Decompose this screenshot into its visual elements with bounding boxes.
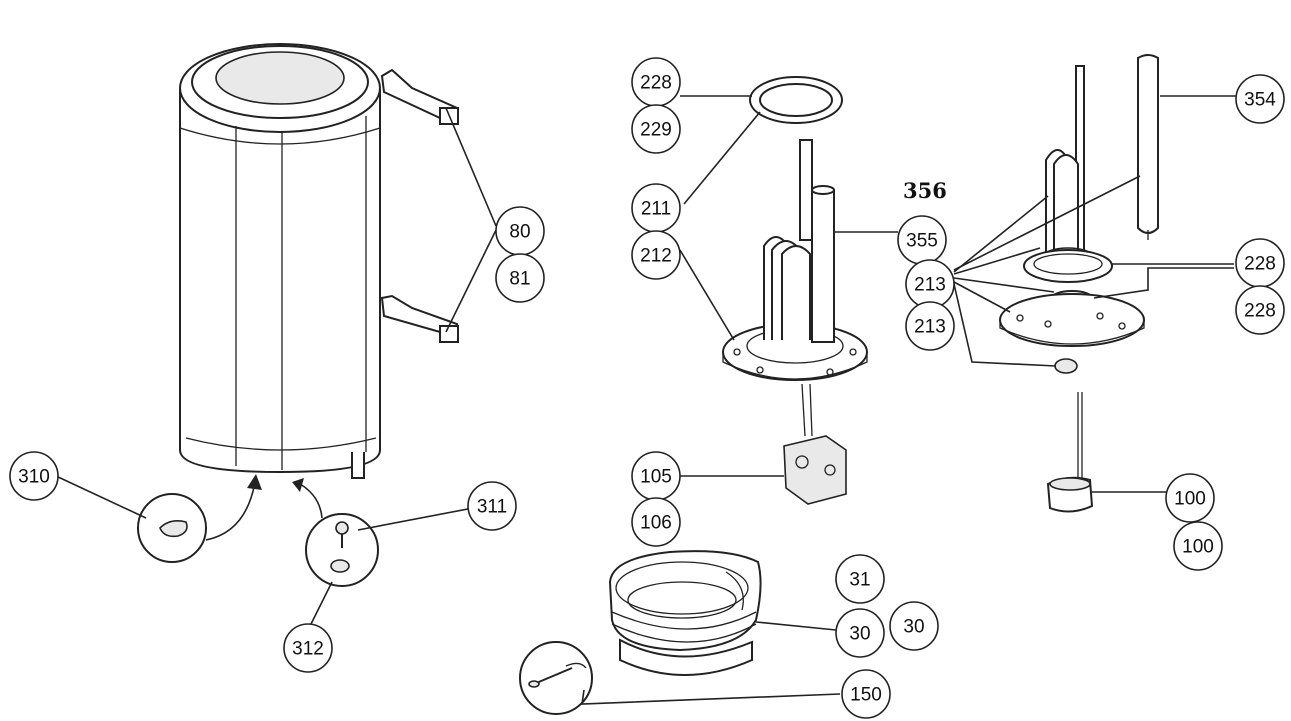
callout-355: 355	[897, 215, 947, 265]
svg-text:211: 211	[641, 199, 671, 220]
svg-text:150: 150	[850, 685, 882, 706]
detail-inset-150	[519, 641, 593, 715]
callout-354: 354	[1235, 74, 1285, 124]
wall-bracket-top	[380, 68, 459, 125]
svg-text:31: 31	[849, 570, 870, 591]
callout-211: 211	[631, 183, 681, 233]
detail-inset-310	[137, 474, 262, 563]
callout-213-top: 213	[905, 259, 955, 309]
callout-80: 80	[495, 206, 545, 256]
callout-81: 81	[495, 253, 545, 303]
thermostat	[783, 383, 847, 505]
callout-106: 106	[631, 497, 681, 547]
callout-312: 312	[283, 623, 333, 673]
svg-text:228: 228	[1244, 301, 1276, 322]
svg-text:228: 228	[1244, 254, 1276, 275]
svg-text:100: 100	[1174, 489, 1206, 510]
svg-text:30: 30	[849, 624, 870, 645]
svg-text:105: 105	[640, 467, 672, 488]
detail-inset-311-312	[292, 478, 379, 587]
thermostat-right	[1046, 392, 1094, 513]
callout-30-left: 30	[835, 608, 885, 658]
callout-31: 31	[835, 554, 885, 604]
assembly-label-356: 356	[903, 178, 947, 203]
callout-228-right-top: 228	[1235, 238, 1285, 288]
svg-text:81: 81	[509, 269, 530, 290]
svg-text:310: 310	[18, 467, 50, 488]
magnesium-anode	[1137, 54, 1159, 240]
callout-100-top: 100	[1165, 473, 1215, 523]
callout-310: 310	[9, 451, 59, 501]
svg-text:80: 80	[509, 222, 530, 243]
callout-229: 229	[631, 104, 681, 154]
callout-311: 311	[467, 481, 517, 531]
wall-bracket-bottom	[380, 294, 459, 343]
svg-text:354: 354	[1244, 90, 1276, 111]
svg-text:100: 100	[1182, 537, 1214, 558]
callout-150: 150	[841, 669, 891, 719]
svg-text:229: 229	[640, 120, 672, 141]
callout-212: 212	[631, 230, 681, 280]
svg-text:213: 213	[914, 275, 946, 296]
callout-30-right: 30	[889, 601, 939, 651]
svg-text:106: 106	[640, 513, 672, 534]
svg-text:228: 228	[640, 73, 672, 94]
heating-element-coils	[763, 139, 835, 343]
svg-text:212: 212	[640, 246, 672, 267]
callout-100-bottom: 100	[1173, 521, 1223, 571]
callout-213-bottom: 213	[905, 301, 955, 351]
callout-228-right-bottom: 228	[1235, 285, 1285, 335]
nut	[1054, 358, 1078, 374]
svg-text:213: 213	[914, 317, 946, 338]
flange-plate-right	[999, 293, 1145, 347]
callout-228-top: 228	[631, 57, 681, 107]
cover-cap	[608, 550, 762, 676]
callout-105: 105	[631, 451, 681, 501]
gasket-ring	[749, 76, 843, 124]
svg-text:311: 311	[477, 497, 507, 518]
heating-element-right	[1023, 65, 1113, 283]
water-heater-tank	[179, 43, 381, 479]
svg-text:30: 30	[903, 617, 924, 638]
svg-text:312: 312	[292, 639, 324, 660]
svg-text:355: 355	[906, 231, 938, 252]
leader-lines	[55, 95, 1236, 705]
